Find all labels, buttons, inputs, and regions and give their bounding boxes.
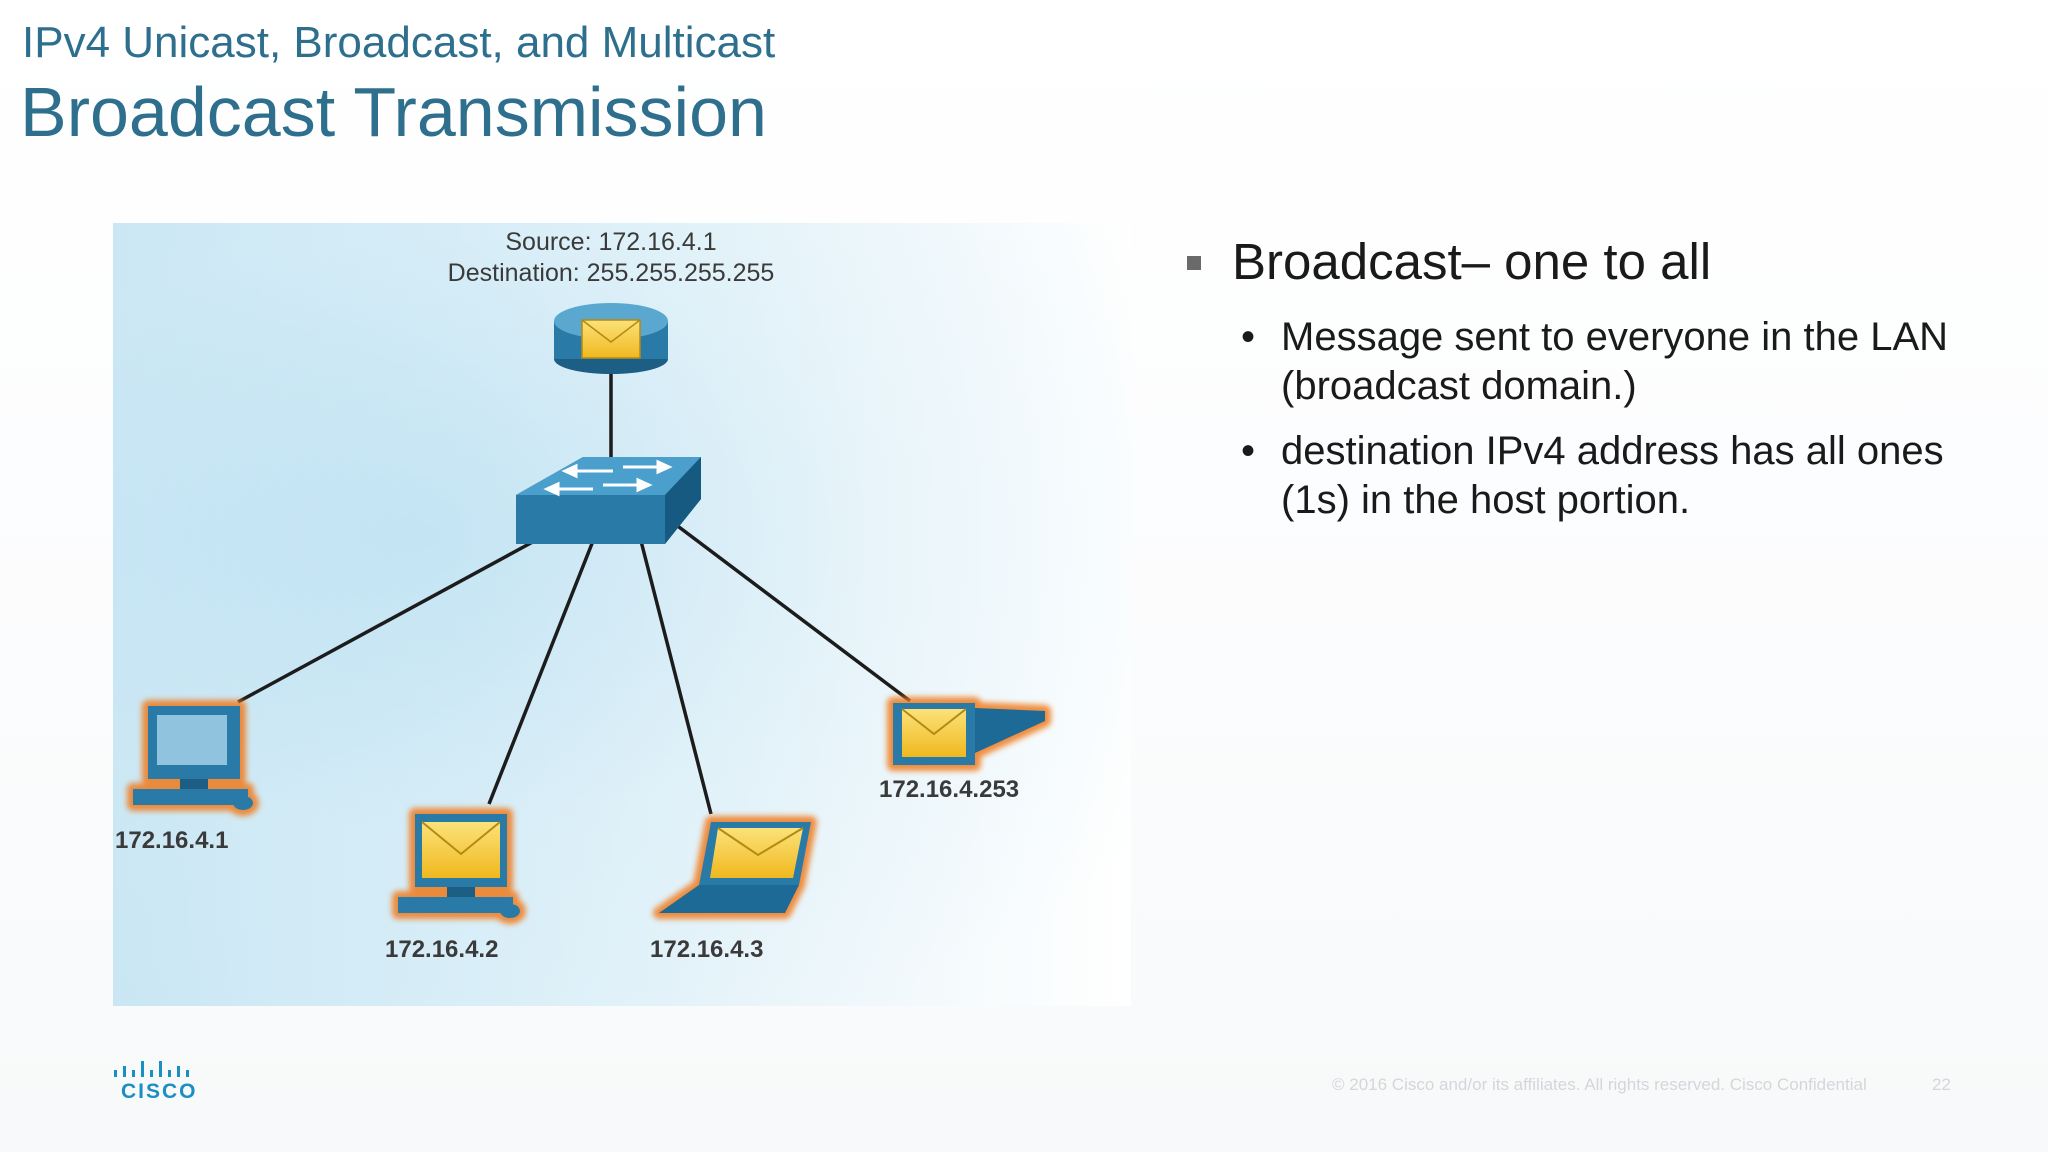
sub-bullet-item: • Message sent to everyone in the LAN (b… bbox=[1241, 313, 1961, 411]
cisco-bars-icon bbox=[114, 1061, 189, 1077]
dot-bullet-icon: • bbox=[1241, 315, 1256, 359]
network-topology: Source: 172.16.4.1 Destination: 255.255.… bbox=[115, 228, 1051, 963]
sub-bullet-list: • Message sent to everyone in the LAN (b… bbox=[1185, 313, 2005, 525]
broadcast-message-icon bbox=[554, 303, 668, 374]
host-1-desktop-icon: 172.16.4.1 bbox=[115, 700, 259, 854]
slide-title: Broadcast Transmission bbox=[20, 73, 767, 151]
bullet-main-text: Broadcast– one to all bbox=[1232, 233, 1712, 290]
source-label: Source: 172.16.4.1 bbox=[505, 228, 716, 256]
bullet-list: Broadcast– one to all • Message sent to … bbox=[1185, 232, 2005, 541]
link-switch-host-2 bbox=[487, 540, 595, 805]
dot-bullet-icon: • bbox=[1241, 429, 1256, 473]
copyright-text: © 2016 Cisco and/or its affiliates. All … bbox=[1332, 1075, 1867, 1094]
sub-bullet-item: • destination IPv4 address has all ones … bbox=[1241, 427, 1961, 525]
host-4-ip-label: 172.16.4.253 bbox=[879, 776, 1019, 803]
sub-bullet-text: destination IPv4 address has all ones (1… bbox=[1281, 429, 1944, 522]
sub-bullet-text: Message sent to everyone in the LAN (bro… bbox=[1281, 315, 1949, 408]
host-4-printer-icon: 172.16.4.253 bbox=[879, 697, 1051, 803]
host-1-ip-label: 172.16.4.1 bbox=[115, 827, 228, 854]
broadcast-diagram: Source: 172.16.4.1 Destination: 255.255.… bbox=[113, 223, 1131, 1006]
host-2-desktop-icon: 172.16.4.2 bbox=[385, 808, 526, 963]
page-number: 22 bbox=[1932, 1075, 1951, 1094]
link-switch-host-4 bbox=[669, 519, 912, 703]
link-switch-host-3 bbox=[639, 540, 713, 815]
host-3-ip-label: 172.16.4.3 bbox=[650, 936, 763, 963]
cisco-wordmark: CISCO bbox=[121, 1080, 198, 1103]
cisco-logo: CISCO bbox=[112, 1060, 196, 1103]
host-3-laptop-icon: 172.16.4.3 bbox=[650, 816, 817, 963]
slide-subtitle: IPv4 Unicast, Broadcast, and Multicast bbox=[22, 18, 776, 67]
destination-label: Destination: 255.255.255.255 bbox=[448, 259, 775, 287]
switch-icon bbox=[516, 457, 701, 544]
host-2-ip-label: 172.16.4.2 bbox=[385, 936, 498, 963]
link-switch-host-1 bbox=[237, 536, 541, 704]
network-links bbox=[237, 358, 912, 815]
square-bullet-icon bbox=[1187, 256, 1201, 270]
bullet-main: Broadcast– one to all bbox=[1185, 232, 2005, 291]
